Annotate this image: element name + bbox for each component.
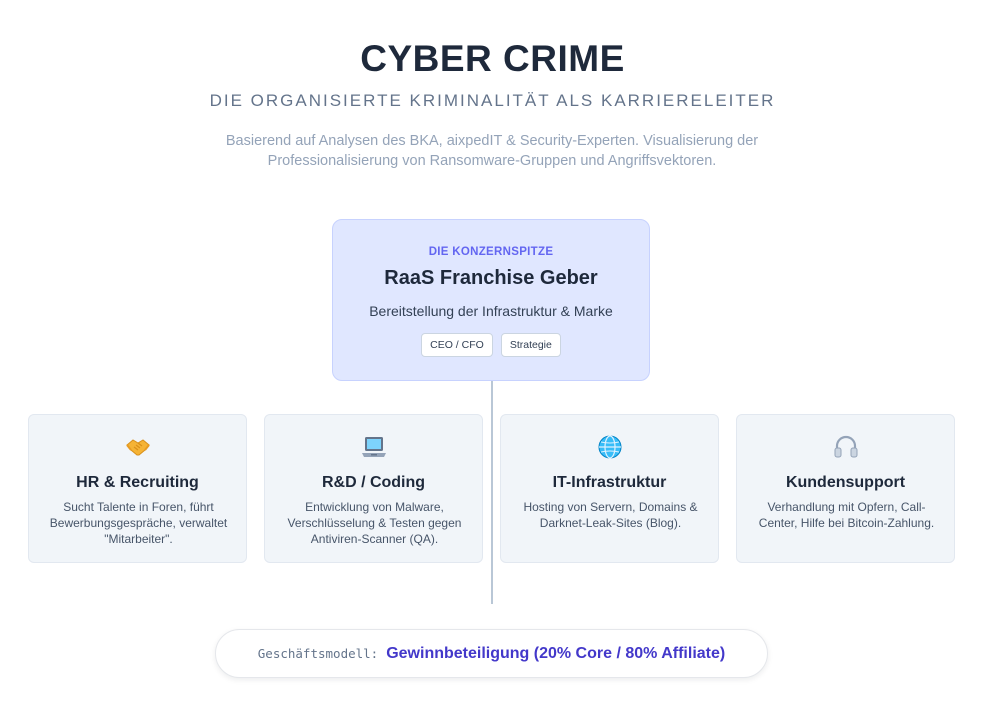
top-node-kicker: DIE KONZERNSPITZE [428,246,554,258]
department-text: Entwicklung von Malware, Verschlüsselung… [287,500,462,546]
department-card-it: IT-Infrastruktur Hosting von Servern, Do… [500,414,719,563]
department-text: Hosting von Servern, Domains & Darknet-L… [523,500,698,530]
department-card-hr: HR & Recruiting Sucht Talente in Foren, … [28,414,247,563]
globe-icon [501,433,718,461]
headphones-icon [737,433,954,461]
top-node-tags: CEO / CFO Strategie [333,333,649,357]
tag-ceo-cfo: CEO / CFO [421,333,493,357]
department-title: IT-Infrastruktur [552,474,667,491]
handshake-icon [29,433,246,461]
department-title: HR & Recruiting [76,474,199,491]
department-text: Verhandlung mit Opfern, Call-Center, Hil… [758,500,935,530]
department-title: Kundensupport [785,474,906,491]
top-node-card: DIE KONZERNSPITZE RaaS Franchise Geber B… [332,219,650,381]
laptop-icon [265,433,482,461]
business-model-label: Geschäftsmodell: [257,646,379,661]
business-model-pill: Geschäftsmodell: Gewinnbeteiligung (20% … [215,629,768,678]
top-node-description: Bereitstellung der Infrastruktur & Marke [369,303,613,319]
page-description: Basierend auf Analysen des BKA, aixpedIT… [225,133,759,169]
department-title: R&D / Coding [321,474,426,491]
department-text: Sucht Talente in Foren, führt Bewerbungs… [49,500,228,546]
top-node-title: RaaS Franchise Geber [384,267,598,289]
business-model-value: Gewinnbeteiligung (20% Core / 80% Affili… [386,644,726,662]
connector-line [491,380,493,604]
tag-strategie: Strategie [500,333,561,357]
department-card-support: Kundensupport Verhandlung mit Opfern, Ca… [736,414,955,563]
page-title: CYBER CRIME [360,38,625,79]
department-card-rnd: R&D / Coding Entwicklung von Malware, Ve… [264,414,483,563]
page-subtitle: DIE ORGANISIERTE KRIMINALITÄT ALS KARRIE… [209,91,776,110]
